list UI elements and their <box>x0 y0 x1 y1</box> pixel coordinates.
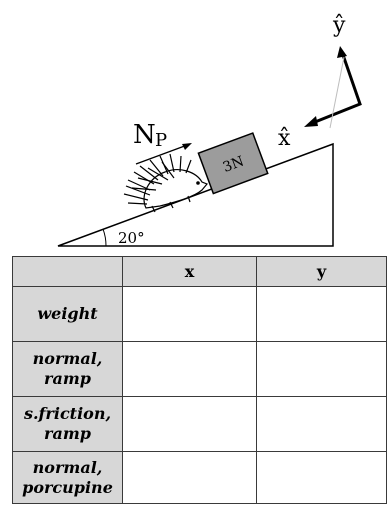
row-label-line: normal, <box>32 457 103 477</box>
ramp <box>57 142 334 247</box>
cell-normal-porcupine-y[interactable] <box>256 451 387 504</box>
row-label-static-friction-ramp: s.friction, ramp <box>12 396 123 452</box>
table-row: weight <box>12 286 387 342</box>
cell-normal-porcupine-x[interactable] <box>122 451 257 504</box>
y-axis-label: ŷ <box>332 13 346 38</box>
row-label-line: weight <box>37 304 98 323</box>
angle-label: 20° <box>118 229 145 247</box>
cell-weight-y[interactable] <box>256 286 387 342</box>
cell-friction-ramp-y[interactable] <box>256 396 387 452</box>
table-header-row: x y <box>12 256 387 287</box>
force-table: x y weight normal, ramp s.friction, ramp… <box>12 256 387 504</box>
row-label-weight: weight <box>12 286 123 342</box>
table-row: normal, porcupine <box>12 451 387 504</box>
x-axis-label: x̂ <box>278 126 291 151</box>
force-label-subscript: P <box>155 130 167 151</box>
row-label-normal-porcupine: normal, porcupine <box>12 451 123 504</box>
row-label-line: ramp <box>44 424 91 443</box>
cell-weight-x[interactable] <box>122 286 257 342</box>
porcupine-icon <box>123 153 208 213</box>
y-axis-arrowhead <box>337 46 347 58</box>
cell-normal-ramp-y[interactable] <box>256 341 387 397</box>
cell-friction-ramp-x[interactable] <box>122 396 257 452</box>
row-label-line: ramp <box>44 369 91 388</box>
axis-guide <box>329 56 345 129</box>
axis-vectors <box>309 51 362 126</box>
header-y: y <box>256 256 387 287</box>
row-label-normal-ramp: normal, ramp <box>12 341 123 397</box>
block-label: 3N <box>221 154 246 176</box>
angle-arc <box>102 228 107 247</box>
force-arrowhead <box>182 143 192 150</box>
force-arrow <box>135 143 191 165</box>
row-label-line: normal, <box>32 349 103 368</box>
table-row: s.friction, ramp <box>12 396 387 452</box>
cell-normal-ramp-x[interactable] <box>122 341 257 397</box>
row-label-line: s.friction, <box>23 404 112 423</box>
row-label-line: porcupine <box>22 477 113 497</box>
table-row: normal, ramp <box>12 341 387 397</box>
force-label: N <box>133 120 156 150</box>
x-axis-arrowhead <box>304 116 318 127</box>
header-x: x <box>122 256 257 287</box>
header-blank <box>12 256 123 287</box>
block: 3N <box>197 132 269 195</box>
force-diagram: 20° 3N N P x̂ ŷ <box>57 13 362 247</box>
